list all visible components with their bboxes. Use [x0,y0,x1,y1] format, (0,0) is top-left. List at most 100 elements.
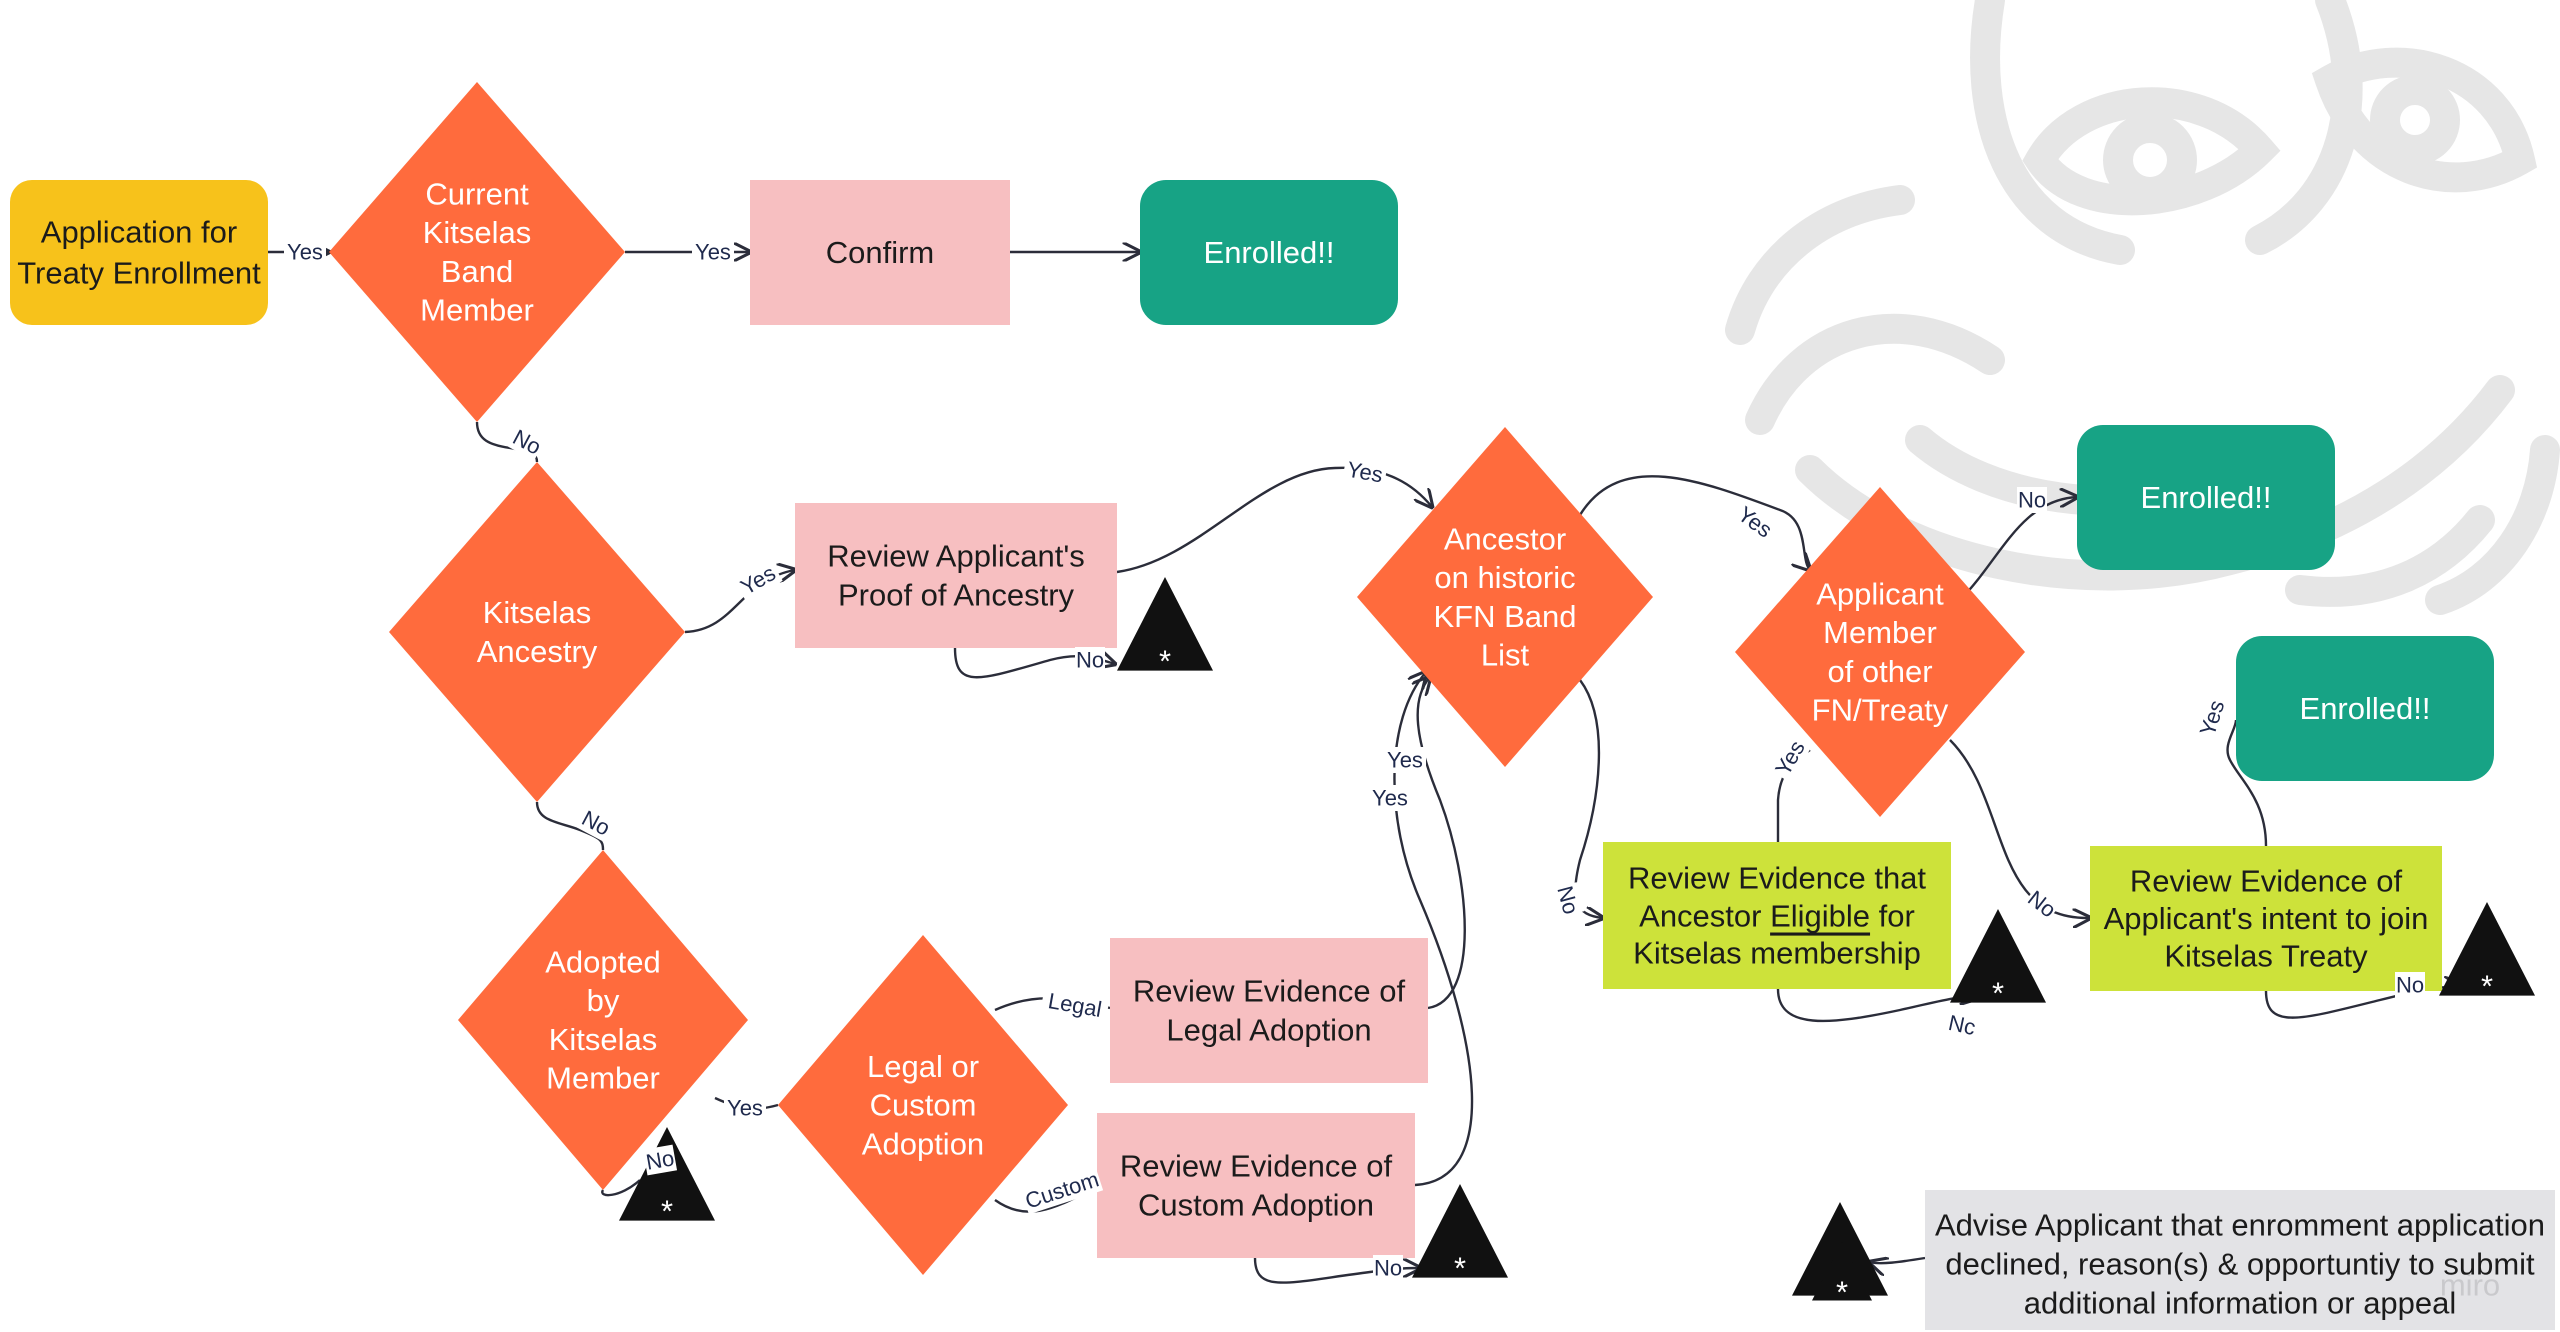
node-label: List [1481,638,1530,673]
edge-list-to-eligible [1574,679,1603,918]
edge-label-bg [692,239,734,265]
node-label: Applicant's intent to join [2104,901,2429,936]
node-label: Confirm [826,235,935,270]
edge-label-yes: Yes [1768,733,1812,783]
edge-label-no: No [576,804,616,842]
node-label: Kitselas Treaty [2164,939,2368,974]
decline-marker-4: * [619,1127,715,1229]
edge-label-yes: Yes [724,1095,766,1121]
enrolled-box-1: Enrolled!! [1140,180,1398,325]
node-label: by [587,983,620,1018]
eligible-underlined: Eligible [1770,898,1870,933]
edge-eligible-to-decline [1776,989,1978,1023]
enrolled-box-1-shape [1140,180,1398,325]
start-shape [10,180,268,325]
edge-label-bg [1020,1165,1104,1215]
edge-label-text: No [509,424,546,459]
edge-label-custom: Custom [1020,1165,1104,1215]
edge-other-to-enrolled2 [1959,497,2077,601]
edge-label-nc: Nc [1944,1009,1980,1041]
node-label: Ancestor Eligible for [1639,898,1915,933]
kitselas-ancestry-diamond-shape [389,462,685,802]
node-label: Legal Adoption [1166,1012,1371,1047]
review-eligible-step-shape [1603,842,1951,989]
legend-note-box [1925,1190,2555,1330]
edge-label-legal: Legal [1040,986,1110,1024]
edge-label-text: No [2396,973,2424,998]
edge-label-bg [2193,694,2231,742]
edge-label-bg [1551,882,1585,918]
edge-adopted-to-decline [601,1179,641,1197]
legend-note-text: declined, reason(s) & opportuntiy to sub… [1945,1247,2535,1282]
node-label: Application for [41,214,237,249]
node-label: Adopted [545,944,661,979]
edge-label-no: No [1373,1255,1403,1281]
node-label: Review Evidence of [2130,864,2403,899]
edge-label-yes: Yes [284,239,326,265]
node-label: Member [1823,615,1937,650]
review-custom-step-shape [1097,1113,1415,1258]
edge-proof-to-list [1116,466,1432,574]
edge-list-to-other [1578,475,1810,570]
node-label: of other [1827,654,1932,689]
legend-note-text: additional information or appeal [2024,1286,2457,1321]
decline-asterisk: * [1159,644,1171,679]
edge-intent-to-enrolled3 [2226,719,2268,847]
edge-label-text: Yes [1345,457,1385,488]
node-label: Kitselas membership [1633,936,1921,971]
node-label: Member [420,293,534,328]
node-label: Ancestor [1444,521,1566,556]
node-label: Treaty Enrollment [17,256,261,291]
legend-decline-triangle [1812,1242,1872,1301]
edge-label-yes: Yes [1384,747,1426,773]
node-label: Review Evidence of [1120,1149,1393,1184]
confirm-step: Confirm [750,180,1010,325]
edge-label-bg [507,423,547,461]
edge-label-bg [1730,499,1780,545]
decline-asterisk: * [661,1194,673,1229]
edge-label-text: Yes [1372,786,1408,811]
edge-label-text: No [1374,1256,1402,1281]
legal-custom-diamond-shape [778,935,1068,1275]
edge-label-no: No [2022,884,2062,924]
edge-label-text: Legal [1046,988,1103,1022]
node-label: Kitselas [423,215,532,250]
edge-label-bg [2022,884,2062,924]
edge-label-bg [284,239,326,265]
edge-label-bg [2017,487,2047,513]
edge-label-text: Yes [695,240,731,265]
edge-label-bg [576,804,616,842]
edge-ancestry-to-adopted [535,801,605,851]
edge-label-bg [2395,972,2425,998]
other-member-diamond-shape [1735,487,2025,817]
node-label: Enrolled!! [1204,235,1335,270]
edge-label-bg [724,1095,766,1121]
edge-label-bg [1040,986,1110,1024]
node-label: Kitselas [549,1022,658,1057]
node-label: Member [546,1061,660,1096]
edge-label-no: No [507,423,547,461]
edge-label-yes: Yes [733,558,783,602]
decline-asterisk: * [1992,976,2004,1011]
edge-label-text: No [1076,648,1104,673]
legend-note-text: Advise Applicant that enromment applicat… [1935,1208,2545,1243]
decline-marker-1: * [1117,577,1213,679]
decline-marker-5: * [1412,1184,1508,1286]
edge-label-bg [642,1144,678,1176]
edge-label-yes: Yes [2193,694,2231,742]
node-label: Enrolled!! [2141,480,2272,515]
node-label: Enrolled!! [2300,691,2431,726]
edge-label-text: Custom [1022,1166,1102,1213]
edge-label-no: No [642,1144,678,1176]
edge-label-text: Yes [727,1096,763,1121]
edge-label-yes: Yes [692,239,734,265]
